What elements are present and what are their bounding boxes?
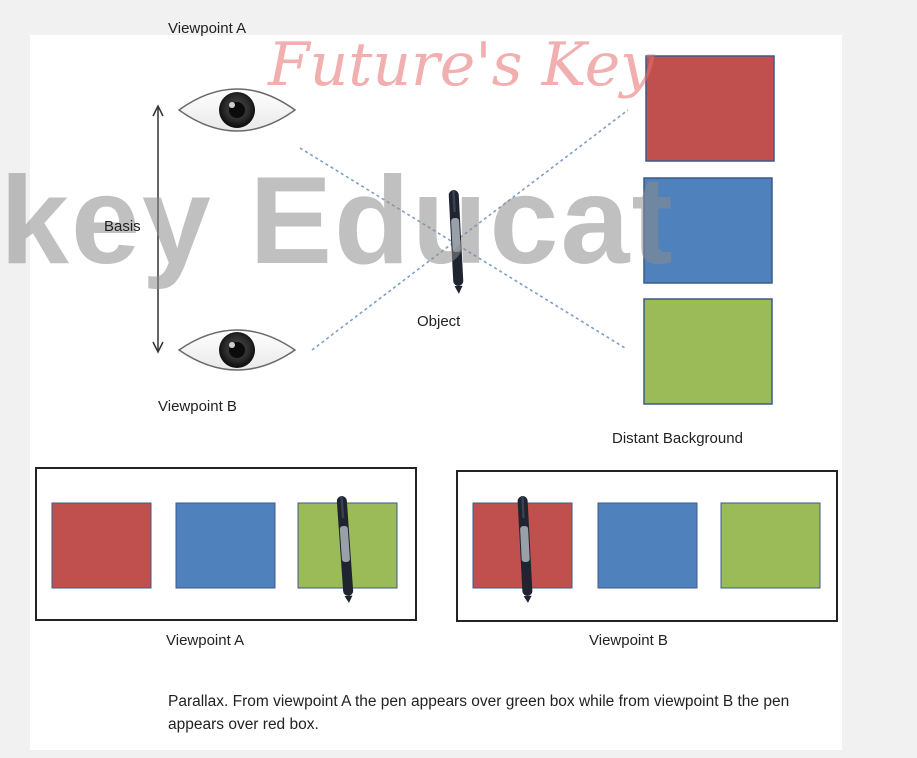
label-panel-viewpoint-a: Viewpoint A <box>166 632 245 649</box>
background-box-green <box>643 298 773 405</box>
panel-a-box-blue <box>175 502 276 589</box>
pen-icon <box>336 496 354 603</box>
pen-icon <box>448 190 464 294</box>
label-panel-viewpoint-b: Viewpoint B <box>589 632 668 649</box>
panel-b-box-green <box>720 502 821 589</box>
background-box-red <box>645 55 775 162</box>
label-viewpoint-b: Viewpoint B <box>158 398 237 415</box>
eye-icon <box>177 329 297 371</box>
sight-line-a <box>299 147 626 349</box>
watermark-script: Future's Key <box>268 30 655 100</box>
sight-line-b <box>311 109 629 351</box>
eye-icon <box>177 88 297 132</box>
pen-icon <box>517 496 533 603</box>
label-distant-background: Distant Background <box>612 430 743 447</box>
panel-a-box-red <box>51 502 152 589</box>
label-viewpoint-a: Viewpoint A <box>168 20 247 37</box>
label-object: Object <box>417 313 461 330</box>
watermark-main: key Educat <box>0 152 675 290</box>
background-box-blue <box>643 177 773 284</box>
double-arrow-icon <box>152 104 164 354</box>
panel-b-box-blue <box>597 502 698 589</box>
figure-caption: Parallax. From viewpoint A the pen appea… <box>168 693 790 733</box>
label-basis: Basis <box>104 218 141 235</box>
